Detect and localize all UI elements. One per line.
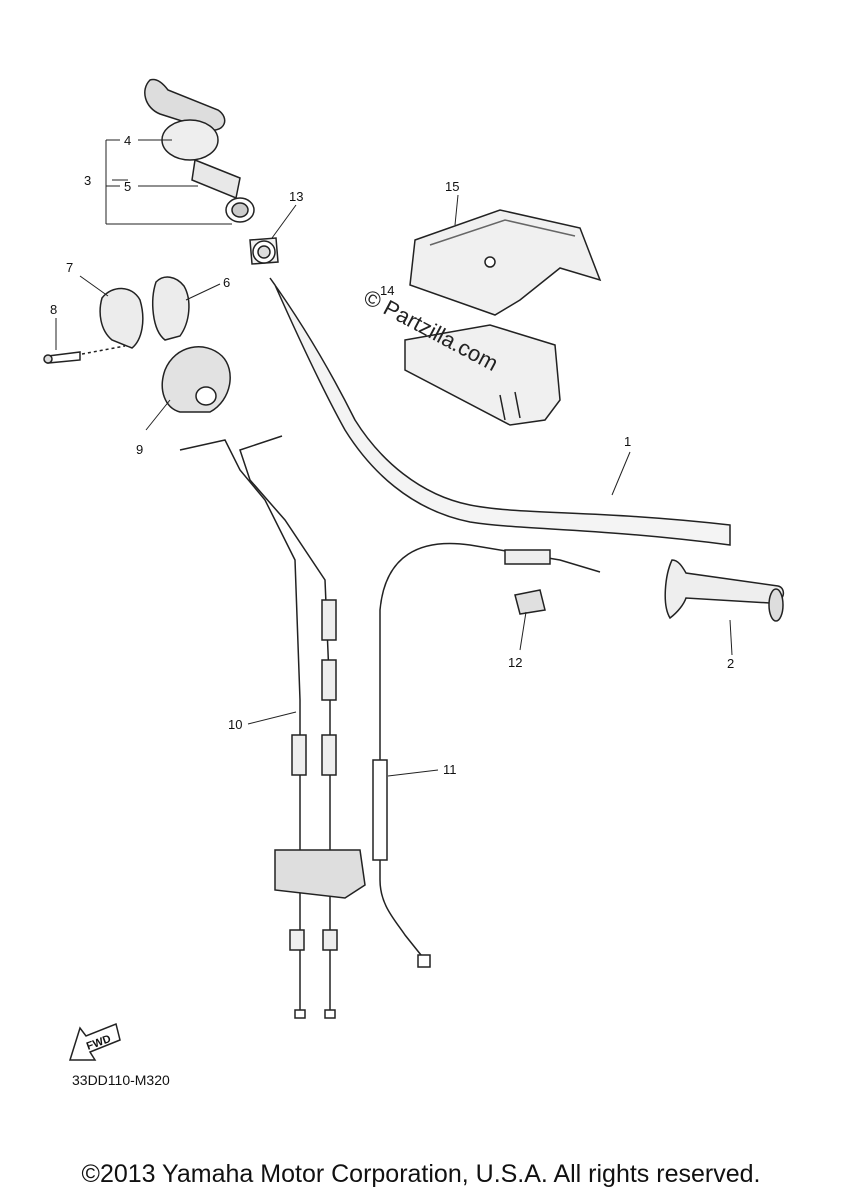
fwd-arrow xyxy=(68,1022,121,1061)
callout-1: 1 xyxy=(624,434,631,449)
screw xyxy=(43,345,126,364)
callout-7: 7 xyxy=(66,260,73,275)
throttle-housing xyxy=(161,346,231,413)
callout-14: 14 xyxy=(380,283,394,298)
callout-10: 10 xyxy=(228,717,242,732)
callout-labels: 1 2 3 4 5 6 7 8 9 10 11 12 13 14 15 xyxy=(50,133,734,777)
callout-6: 6 xyxy=(223,275,230,290)
copyright-notice: ©2013 Yamaha Motor Corporation, U.S.A. A… xyxy=(81,1160,761,1188)
clamp-half-7 xyxy=(99,287,144,349)
pad-cover xyxy=(409,209,602,316)
callout-2: 2 xyxy=(727,656,734,671)
diagram-code: 33DD110-M320 xyxy=(72,1072,170,1088)
clamp-half-6 xyxy=(152,276,190,341)
callout-5: 5 xyxy=(124,179,131,194)
throttle-cables xyxy=(179,435,366,1019)
clutch-cable xyxy=(372,542,601,968)
callout-8: 8 xyxy=(50,302,57,317)
callout-15: 15 xyxy=(445,179,459,194)
callout-9: 9 xyxy=(136,442,143,457)
callout-12: 12 xyxy=(508,655,522,670)
callout-13: 13 xyxy=(289,189,303,204)
handlebar xyxy=(269,277,731,546)
callout-3: 3 xyxy=(84,173,91,188)
callout-4: 4 xyxy=(124,133,131,148)
adjuster xyxy=(514,589,546,615)
left-grip-assembly xyxy=(144,78,255,223)
leader-lines xyxy=(55,139,733,777)
callout-11: 11 xyxy=(443,762,457,777)
right-grip xyxy=(664,559,785,622)
collar xyxy=(249,237,279,265)
bar-pad xyxy=(404,324,561,426)
